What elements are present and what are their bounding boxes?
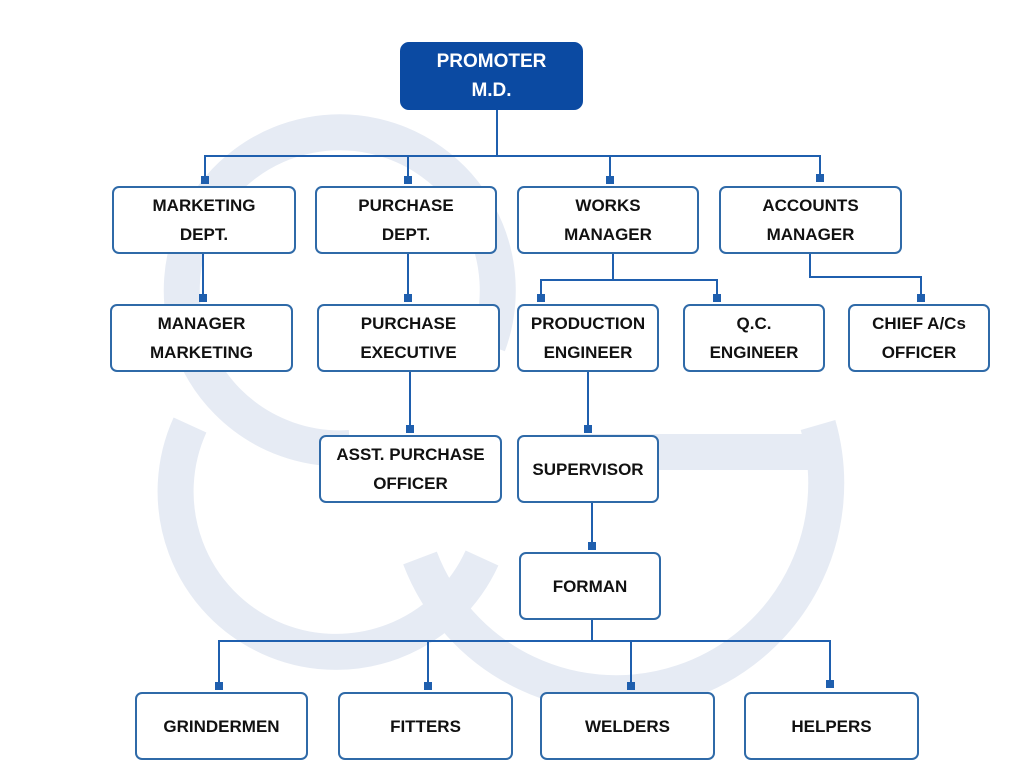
works-manager-box[interactable]: WORKS MANAGER [517,186,699,254]
node-label-line: ENGINEER [709,343,799,362]
asst-purchase-officer-box[interactable]: ASST. PURCHASE OFFICER [319,435,502,503]
connector-end-marker [404,176,412,184]
connector-end-marker [606,176,614,184]
node-label-line: PROMOTER [436,51,547,72]
connector-works-production [540,254,614,298]
forman-box[interactable]: FORMAN [519,552,661,620]
connector-end-marker [627,682,635,690]
node-label-line: PRODUCTION [530,314,646,333]
connector-end-marker [826,680,834,688]
connector-promoter-works [497,155,611,180]
node-label-line: MANAGER [766,225,855,244]
node-label-line: MARKETING [150,343,253,362]
node-label-line: Q.C. [736,314,772,333]
welders-box[interactable]: WELDERS [540,692,715,760]
node-label-line: WELDERS [585,716,670,736]
node-label-line: GRINDERMEN [163,716,280,736]
purchase-executive-box[interactable]: PURCHASE EXECUTIVE [317,304,500,372]
qc-engineer-box[interactable]: Q.C. ENGINEER [683,304,825,372]
marketing-dept-box[interactable]: MARKETING DEPT. [112,186,296,254]
connector-forman-helpers [631,640,831,684]
helpers-box[interactable]: HELPERS [744,692,919,760]
node-label-line: OFFICER [881,343,957,362]
node-label-line: PURCHASE [360,314,457,333]
node-label-line: OFFICER [373,474,448,493]
connector-promoter-marketing [204,110,498,180]
manager-marketing-box[interactable]: MANAGER MARKETING [110,304,293,372]
connector-forman-grindermen [218,620,593,686]
grindermen-box[interactable]: GRINDERMEN [135,692,308,760]
connector-promoter-purchase [407,155,497,180]
node-label-line: WORKS [575,196,641,215]
accounts-manager-box[interactable]: ACCOUNTS MANAGER [719,186,902,254]
connector-promoter-accounts [497,155,821,178]
connector-end-marker [917,294,925,302]
connector-end-marker [201,176,209,184]
node-label-line: FORMAN [552,576,628,596]
node-label-line: FITTERS [390,716,461,736]
connector-end-marker [588,542,596,550]
node-label-line: ENGINEER [543,343,633,362]
connector-end-marker [713,294,721,302]
connector-end-marker [404,294,412,302]
connector-end-marker [199,294,207,302]
node-label-line: MARKETING [152,196,256,215]
node-label-line: HELPERS [791,716,872,736]
connector-accounts-chief_accounts [809,254,922,298]
connector-end-marker [537,294,545,302]
node-label-line: DEPT. [179,225,229,244]
connector-works-qc [613,279,718,298]
node-label-line: SUPERVISOR [532,459,644,479]
connector-end-marker [584,425,592,433]
node-label-line: DEPT. [381,225,431,244]
node-label-line: CHIEF A/Cs [872,314,966,333]
node-label-line: M.D. [471,80,512,101]
fitters-box[interactable]: FITTERS [338,692,513,760]
connector-end-marker [215,682,223,690]
node-label-line: MANAGER [564,225,652,244]
connector-forman-fitters [427,640,592,686]
connector-end-marker [424,682,432,690]
production-engineer-box[interactable]: PRODUCTION ENGINEER [517,304,659,372]
node-label-line: MANAGER [157,314,246,333]
node-label-line: PURCHASE [358,196,454,215]
supervisor-box[interactable]: SUPERVISOR [517,435,659,503]
node-label-line: ASST. PURCHASE [336,445,485,464]
purchase-dept-box[interactable]: PURCHASE DEPT. [315,186,497,254]
connector-end-marker [816,174,824,182]
node-label-line: ACCOUNTS [762,196,859,215]
promoter-md-box[interactable]: PROMOTER M.D. [400,42,583,110]
connector-end-marker [406,425,414,433]
node-label-line: EXECUTIVE [360,343,457,362]
